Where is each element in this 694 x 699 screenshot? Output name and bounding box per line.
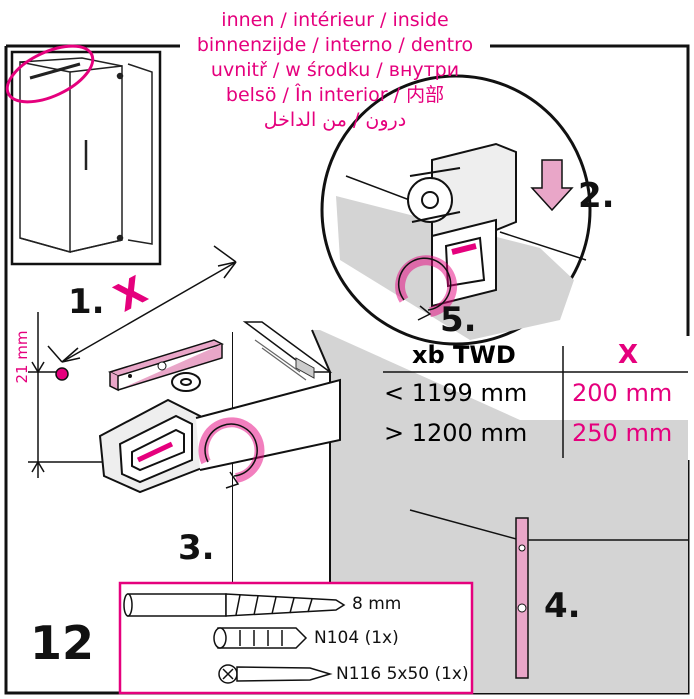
table-row-1-width: < 1199 mm [384,379,528,407]
step-4-label: 4. [544,586,581,626]
screw-icon [218,664,333,684]
table-row-1-x: 200 mm [572,379,673,407]
drill-bit-icon [123,593,346,617]
dimension-x-line [47,245,237,363]
thumbnail-shower-icon [19,57,153,253]
table-row-2-width: > 1200 mm [384,419,528,447]
table-header-width: xb TWD [412,341,516,369]
wall-bracket [98,372,341,494]
drill-point-marker [55,367,69,381]
drill-bit-label: 8 mm [352,594,402,614]
lang-line-5: درون / من الداخل [263,109,407,131]
highlight-ellipse [5,44,95,104]
table-row-2-x: 250 mm [572,419,673,447]
lang-line-1: innen / intérieur / inside [221,9,449,31]
lang-line-4: belsö / În interior / 内部 [225,84,445,106]
wall-plug-label: N104 (1x) [314,628,399,648]
screw-label: N116 5x50 (1x) [336,664,469,684]
profile [242,321,333,373]
lang-line-3: uvnitř / w środku / внутри [210,59,460,81]
wall-plug-icon [213,627,308,649]
step-5-label: 5. [440,300,477,340]
detail-bracket [407,142,517,308]
mounting-bar [515,517,529,679]
thumbnail-frame [10,50,162,266]
table-header-x: X [618,340,639,370]
page-number: 12 [30,616,95,670]
lang-line-2: binnenzijde / interno / dentro [196,34,474,56]
dimension-21mm-label: 21 mm [13,330,31,384]
step-2-label: 2. [578,176,615,216]
down-arrow-icon [530,159,574,212]
step-3-label: 3. [178,528,215,568]
step-1-label: 1. [68,282,105,322]
